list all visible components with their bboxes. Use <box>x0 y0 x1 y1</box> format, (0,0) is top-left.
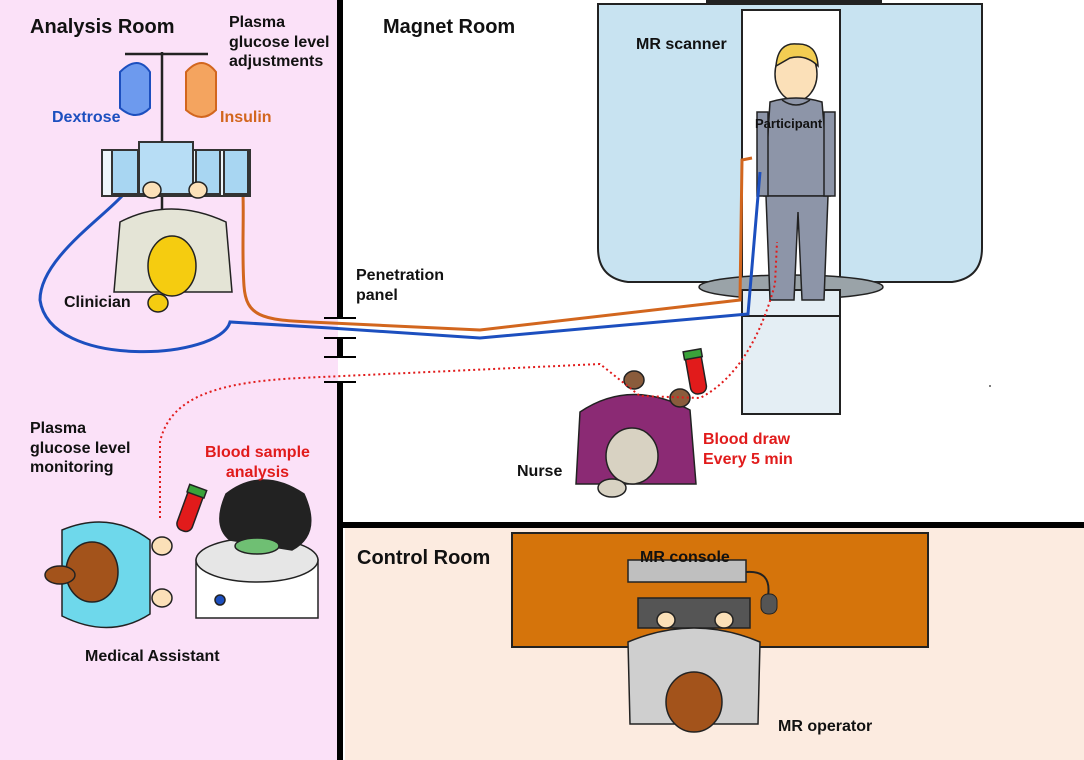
penetration-panel <box>324 317 356 383</box>
blood-draw-label-line-2: Every 5 min <box>703 450 793 468</box>
adjustments-label: Plasma glucose level adjustments <box>229 13 330 72</box>
medical-assistant-figure <box>44 521 173 629</box>
participant-label: Participant <box>755 116 823 131</box>
monitoring-label-line-2: glucose level <box>30 439 131 457</box>
control-room-title: Control Room <box>357 547 491 569</box>
dextrose-line <box>38 171 762 354</box>
adjustments-label-line-2: glucose level <box>229 33 330 51</box>
adjustments-label-line-3: adjustments <box>229 53 324 71</box>
blood-analysis-label: Blood sample analysis <box>205 443 310 482</box>
centrifuge-icon <box>195 479 319 619</box>
stray-dot <box>989 385 991 387</box>
clinician-figure <box>113 181 233 313</box>
blood-tube-icon <box>682 347 708 395</box>
keyboard-icon <box>637 597 751 629</box>
infusion-pump-icon <box>101 141 251 197</box>
nurse-label: Nurse <box>517 463 563 480</box>
dextrose-label: Dextrose <box>52 109 121 126</box>
blood-draw-label: Blood draw Every 5 min <box>703 430 793 469</box>
monitoring-label-line-1: Plasma <box>30 420 87 437</box>
blood-analysis-label-line-1: Blood sample <box>205 444 310 461</box>
scanner-table <box>741 289 841 415</box>
mr-operator-figure <box>627 611 761 733</box>
participant-figure <box>756 43 836 301</box>
insulin-label: Insulin <box>220 109 272 126</box>
monitoring-label-line-3: monitoring <box>30 459 114 477</box>
analysis-room-title: Analysis Room <box>30 16 175 38</box>
walls <box>337 0 1084 760</box>
magnet-room-title: Magnet Room <box>383 16 516 38</box>
mouse-cable <box>745 570 770 597</box>
penetration-panel-label-line-2: panel <box>356 286 398 304</box>
medical-assistant-label: Medical Assistant <box>85 648 220 665</box>
monitoring-label: Plasma glucose level monitoring <box>30 419 131 478</box>
adjustments-label-line-1: Plasma <box>229 14 286 31</box>
mr-console-label: MR console <box>640 549 730 566</box>
analysis-room-area <box>0 0 338 760</box>
nurse-figure <box>575 370 697 498</box>
blood-draw-label-line-1: Blood draw <box>703 431 791 448</box>
insulin-bag-icon <box>185 62 217 118</box>
mouse-icon <box>760 593 778 615</box>
blood-analysis-label-line-2: analysis <box>225 463 290 481</box>
blood-tube-icon <box>176 483 208 533</box>
mr-scanner-label: MR scanner <box>636 36 727 53</box>
penetration-panel-label-line-1: Penetration <box>356 267 445 284</box>
clinician-label: Clinician <box>64 294 131 311</box>
mr-operator-label: MR operator <box>778 718 873 735</box>
blood-sample-path <box>159 241 778 518</box>
dextrose-bag-icon <box>119 62 151 116</box>
penetration-panel-label: Penetration panel <box>356 266 444 305</box>
